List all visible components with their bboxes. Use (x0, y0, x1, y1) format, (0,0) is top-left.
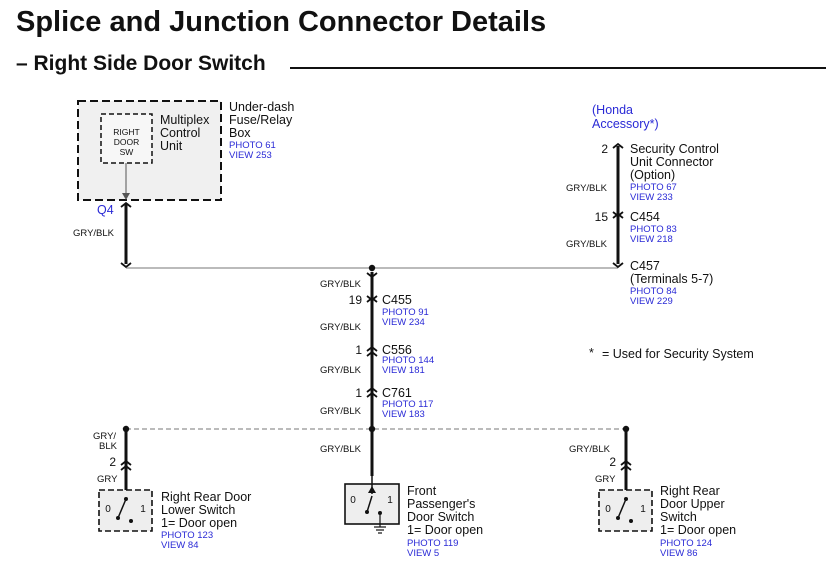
rear-upper-pos1: 1 (640, 504, 646, 515)
rear-lower-label-3: 1= Door open (161, 516, 238, 530)
rear-lower-pin-number: 2 (109, 455, 116, 469)
rear-upper-wire-top: GRY/BLK (569, 444, 611, 455)
door-sw-label-3: SW (119, 147, 134, 157)
c761-wire-top-label: GRY/BLK (320, 365, 362, 376)
c556-wire-top-label: GRY/BLK (320, 322, 362, 333)
rear-upper-photo-link[interactable]: PHOTO 124 (660, 538, 713, 549)
c556-photo-link[interactable]: PHOTO 144 (382, 355, 435, 366)
note-text: = Used for Security System (602, 347, 754, 361)
honda-accessory-label-2: Accessory*) (592, 117, 659, 131)
front-pass-wire-label: GRY/BLK (320, 444, 362, 455)
c457-terminals-label: (Terminals 5-7) (630, 272, 714, 286)
q4-wire-label: GRY/BLK (73, 228, 115, 239)
c556-pin-number: 1 (355, 343, 362, 357)
rear-upper-label-3: Switch (660, 510, 697, 524)
door-sw-label-1: RIGHT (113, 127, 140, 137)
security-label-3: (Option) (630, 168, 676, 182)
c454-view-link[interactable]: VIEW 218 (630, 234, 673, 245)
c455-label: C455 (382, 293, 412, 307)
c454-pin-number: 15 (594, 210, 608, 224)
rear-lower-wire-bottom: GRY (97, 474, 118, 485)
c454-photo-link[interactable]: PHOTO 83 (630, 224, 677, 235)
c455-pin-number: 19 (348, 293, 362, 307)
front-pass-label-4: 1= Door open (407, 523, 484, 537)
front-pass-pos0: 0 (350, 495, 356, 506)
security-label-2: Unit Connector (630, 155, 714, 169)
rear-upper-label-2: Door Upper (660, 497, 725, 511)
c761-photo-link[interactable]: PHOTO 117 (382, 399, 434, 410)
honda-accessory-label-1: (Honda (592, 103, 633, 117)
rear-lower-pos1: 1 (140, 504, 146, 515)
multiplex-unit-label-2: Control (160, 126, 201, 140)
c457-photo-link[interactable]: PHOTO 84 (630, 286, 677, 297)
rear-lower-wire-top-1: GRY/ (93, 431, 117, 442)
c454-wire-label: GRY/BLK (566, 239, 608, 250)
fuse-box-photo-link[interactable]: PHOTO 61 (229, 140, 276, 151)
security-label-1: Security Control (630, 142, 719, 156)
rear-lower-switch-box (98, 489, 153, 532)
title-rule (290, 67, 826, 69)
c761-pin-number: 1 (355, 386, 362, 400)
c455-photo-link[interactable]: PHOTO 91 (382, 307, 429, 318)
door-sw-label-2: DOOR (113, 137, 140, 147)
rear-lower-view-link[interactable]: VIEW 84 (161, 540, 199, 551)
rear-upper-wire-bottom: GRY (595, 474, 616, 485)
multiplex-unit-label-3: Unit (160, 139, 183, 153)
c457-view-link[interactable]: VIEW 229 (630, 296, 673, 307)
section-title: – Right Side Door Switch (16, 52, 274, 76)
rear-lower-label-2: Lower Switch (161, 503, 236, 517)
security-wire-label: GRY/BLK (566, 183, 608, 194)
c455-view-link[interactable]: VIEW 234 (382, 317, 425, 328)
front-pass-photo-link[interactable]: PHOTO 119 (407, 538, 459, 549)
c454-label: C454 (630, 210, 660, 224)
front-pass-label-2: Passenger's (407, 497, 476, 511)
fuse-box-label-1: Under-dash (229, 100, 295, 114)
door-sw-box (100, 113, 153, 164)
note-star: * (589, 346, 594, 360)
rear-upper-label-1: Right Rear (660, 484, 720, 498)
c761-label: C761 (382, 386, 412, 400)
front-pass-view-link[interactable]: VIEW 5 (407, 548, 440, 559)
c457-label: C457 (630, 259, 660, 273)
front-pass-label-1: Front (407, 484, 437, 498)
rear-lower-photo-link[interactable]: PHOTO 123 (161, 530, 214, 541)
c761-wire-bottom-label: GRY/BLK (320, 406, 362, 417)
fuse-box-view-link[interactable]: VIEW 253 (229, 150, 272, 161)
rear-lower-pos0: 0 (105, 504, 111, 515)
security-pin-number: 2 (601, 142, 608, 156)
c556-label: C556 (382, 343, 412, 357)
front-pass-pos1: 1 (387, 495, 393, 506)
c455-wire-top-label: GRY/BLK (320, 279, 362, 290)
c556-view-link[interactable]: VIEW 181 (382, 365, 425, 376)
multiplex-unit-label-1: Multiplex (160, 113, 210, 127)
page-title: Splice and Junction Connector Details (16, 6, 547, 38)
rear-upper-view-link[interactable]: VIEW 86 (660, 548, 698, 559)
fuse-box-label-3: Box (229, 126, 251, 140)
security-photo-link[interactable]: PHOTO 67 (630, 182, 677, 193)
rear-upper-pin-number: 2 (609, 455, 616, 469)
front-pass-label-3: Door Switch (407, 510, 475, 524)
fuse-box-label-2: Fuse/Relay (229, 113, 293, 127)
rear-upper-pos0: 0 (605, 504, 611, 515)
security-view-link[interactable]: VIEW 233 (630, 192, 673, 203)
rear-lower-label-1: Right Rear Door (161, 490, 252, 504)
rear-lower-wire-top-2: BLK (99, 441, 117, 452)
c761-view-link[interactable]: VIEW 183 (382, 409, 425, 420)
q4-terminal-label: Q4 (97, 203, 114, 217)
rear-upper-label-4: 1= Door open (660, 523, 737, 537)
rear-upper-switch-box (598, 489, 653, 532)
